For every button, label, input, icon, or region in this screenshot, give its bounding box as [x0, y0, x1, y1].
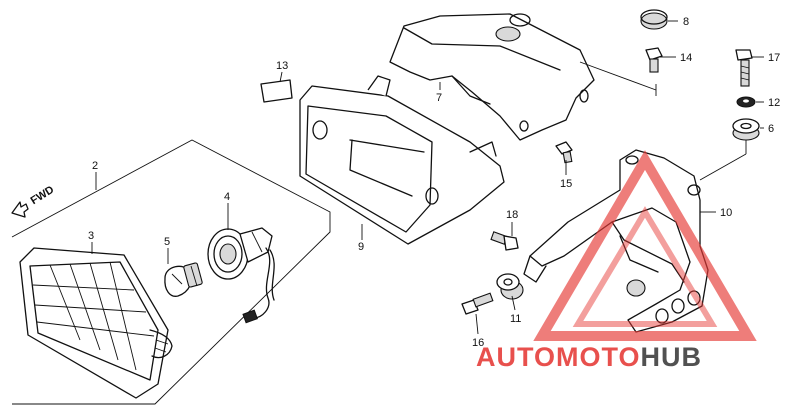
callout-11: 11 [510, 313, 521, 325]
bushing [496, 273, 524, 300]
callout-6: 6 [768, 123, 774, 135]
watermark-part-hub: HUB [641, 342, 703, 372]
cap [640, 9, 668, 30]
callout-18: 18 [506, 209, 518, 221]
bolt-15 [555, 141, 573, 164]
watermark-text: AUTOMOTOHUB [476, 342, 702, 372]
bolt-17 [735, 49, 753, 87]
callout-9: 9 [358, 241, 364, 253]
watermark-logo: AUTOMOTOHUB [476, 150, 757, 372]
headlight-cover [389, 13, 595, 141]
callout-13: 13 [276, 60, 288, 72]
forward-direction-indicator: FWD [11, 184, 57, 218]
callout-7: 7 [436, 92, 442, 104]
callout-15: 15 [560, 178, 572, 190]
bolt-18 [490, 231, 519, 251]
headlight-assembly-box [11, 139, 331, 405]
watermark-triangle-icon [533, 150, 757, 341]
fwd-label: FWD [29, 184, 57, 207]
callout-12: 12 [768, 97, 780, 109]
assembly-reference-lines [579, 61, 747, 181]
washer [736, 96, 756, 108]
callout-10: 10 [720, 207, 732, 219]
callout-2: 2 [92, 160, 98, 172]
callout-5: 5 [164, 236, 170, 248]
bulb [164, 262, 203, 297]
sticker [260, 79, 293, 103]
callout-17: 17 [768, 52, 780, 64]
headlight-case [299, 75, 505, 245]
callout-numbers: 2 3 4 5 6 7 8 9 10 11 12 13 14 15 16 17 … [88, 16, 780, 349]
callout-4: 4 [224, 191, 230, 203]
collar [732, 118, 760, 141]
watermark-part-moto: MOTO [556, 342, 641, 372]
forward-arrow-icon [11, 201, 29, 218]
headlight-unit [19, 247, 173, 399]
bulb-socket [207, 227, 275, 324]
bolt-16 [461, 292, 494, 315]
callout-8: 8 [683, 16, 689, 28]
bolt-14 [645, 47, 663, 73]
leader-lines [91, 20, 764, 335]
callout-14: 14 [680, 52, 692, 64]
watermark-part-auto: AUTO [476, 342, 556, 372]
callout-16: 16 [472, 337, 484, 349]
callout-3: 3 [88, 230, 94, 242]
headlight-bracket [523, 149, 709, 333]
lens-grid [32, 261, 155, 371]
